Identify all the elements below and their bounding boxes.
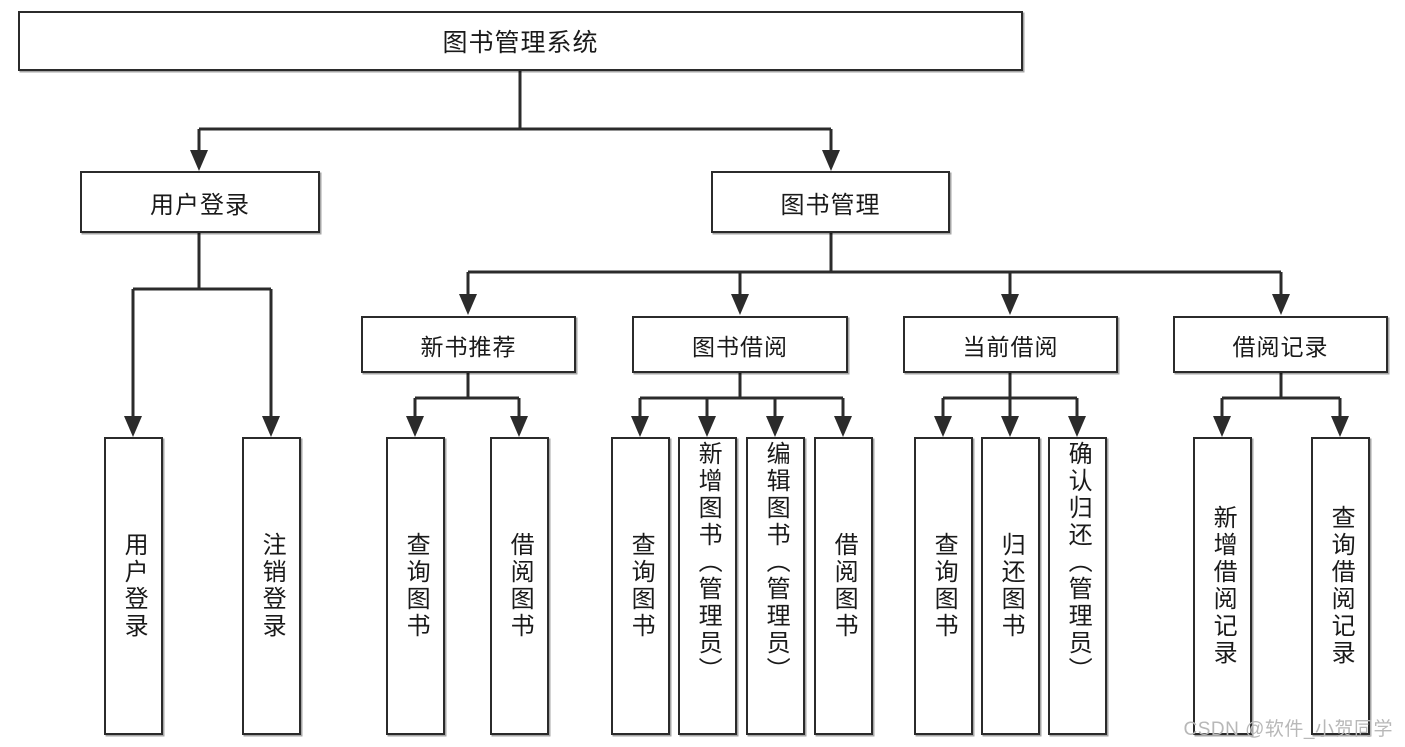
node-book-borrow[interactable]: 图书借阅 <box>632 316 848 373</box>
node-new-book-recommend[interactable]: 新书推荐 <box>361 316 576 373</box>
arrowhead-leaf-query-book-2 <box>631 416 649 437</box>
node-leaf-confirm-return-label: 确认归还（管理员） <box>1064 441 1092 684</box>
arrowhead-user-login <box>190 150 208 171</box>
node-new-book-recommend-label: 新书推荐 <box>420 333 517 360</box>
node-leaf-add-record-label: 新增借阅记录 <box>1209 505 1237 667</box>
node-leaf-edit-book-label: 编辑图书（管理员） <box>762 441 790 684</box>
node-leaf-borrow-book-2-label: 借阅图书 <box>830 532 858 640</box>
node-leaf-borrow-book-1-label: 借阅图书 <box>506 532 534 640</box>
arrowhead-leaf-confirm-return <box>1068 416 1086 437</box>
node-book-management[interactable]: 图书管理 <box>711 171 950 233</box>
arrowhead-new-book-recommend <box>459 294 477 315</box>
node-book-management-label: 图书管理 <box>780 191 881 219</box>
node-leaf-edit-book[interactable]: 编辑图书（管理员） <box>746 437 805 735</box>
arrowhead-leaf-user-login <box>124 416 142 437</box>
node-root-label: 图书管理系统 <box>442 29 599 57</box>
arrowhead-leaf-query-book-3 <box>934 416 952 437</box>
node-leaf-user-login-label: 用户登录 <box>120 532 148 640</box>
node-leaf-add-book-label: 新增图书（管理员） <box>694 441 722 684</box>
node-borrow-record-label: 借阅记录 <box>1232 333 1329 360</box>
node-leaf-query-book-3-label: 查询图书 <box>930 532 958 640</box>
node-leaf-query-record[interactable]: 查询借阅记录 <box>1311 437 1370 735</box>
arrowhead-leaf-add-record <box>1213 416 1231 437</box>
arrowhead-current-borrow <box>1001 294 1019 315</box>
arrowhead-book-management <box>822 150 840 171</box>
node-user-login-label: 用户登录 <box>150 191 250 219</box>
node-leaf-return-book[interactable]: 归还图书 <box>981 437 1040 735</box>
watermark: CSDN @软件_小贺同学 <box>1183 719 1393 740</box>
node-leaf-query-book-2-label: 查询图书 <box>627 532 655 640</box>
node-leaf-confirm-return[interactable]: 确认归还（管理员） <box>1048 437 1107 735</box>
arrowhead-leaf-edit-book <box>766 416 784 437</box>
node-leaf-user-login[interactable]: 用户登录 <box>104 437 163 735</box>
arrowhead-book-borrow <box>731 294 749 315</box>
node-leaf-add-record[interactable]: 新增借阅记录 <box>1193 437 1252 735</box>
node-leaf-query-record-label: 查询借阅记录 <box>1327 505 1355 667</box>
node-user-login[interactable]: 用户登录 <box>80 171 320 233</box>
node-leaf-logout[interactable]: 注销登录 <box>242 437 301 735</box>
node-borrow-record[interactable]: 借阅记录 <box>1173 316 1388 373</box>
arrowhead-leaf-borrow-book-1 <box>510 416 528 437</box>
arrowhead-leaf-logout <box>262 416 280 437</box>
node-current-borrow-label: 当前借阅 <box>962 333 1059 360</box>
node-current-borrow[interactable]: 当前借阅 <box>903 316 1118 373</box>
arrowhead-leaf-return-book <box>1001 416 1019 437</box>
node-leaf-add-book[interactable]: 新增图书（管理员） <box>678 437 737 735</box>
arrowhead-group <box>124 150 1349 437</box>
arrowhead-leaf-add-book <box>698 416 716 437</box>
node-leaf-query-book-2[interactable]: 查询图书 <box>611 437 670 735</box>
node-book-borrow-label: 图书借阅 <box>692 333 788 360</box>
arrowhead-leaf-query-record <box>1331 416 1349 437</box>
arrowhead-leaf-query-book-1 <box>406 416 424 437</box>
node-root[interactable]: 图书管理系统 <box>18 11 1023 71</box>
node-leaf-query-book-1[interactable]: 查询图书 <box>386 437 445 735</box>
node-leaf-borrow-book-2[interactable]: 借阅图书 <box>814 437 873 735</box>
arrowhead-borrow-record <box>1272 294 1290 315</box>
node-leaf-logout-label: 注销登录 <box>258 532 286 640</box>
node-leaf-borrow-book-1[interactable]: 借阅图书 <box>490 437 549 735</box>
node-leaf-return-book-label: 归还图书 <box>997 532 1025 640</box>
arrowhead-leaf-borrow-book-2 <box>834 416 852 437</box>
node-leaf-query-book-3[interactable]: 查询图书 <box>914 437 973 735</box>
node-leaf-query-book-1-label: 查询图书 <box>402 532 430 640</box>
